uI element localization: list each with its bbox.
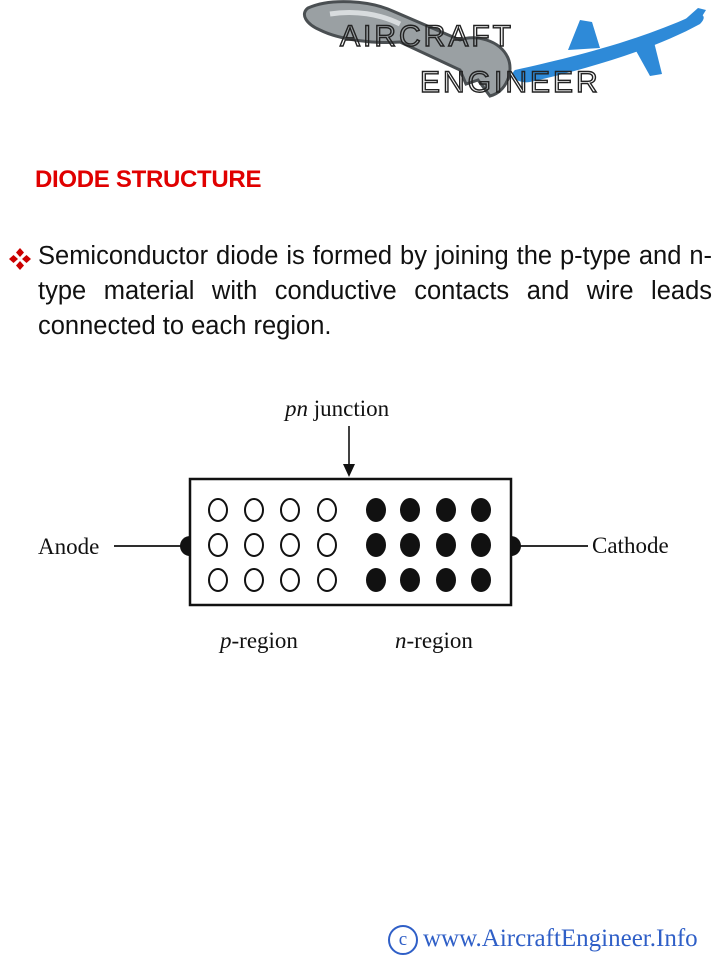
airplane-icon xyxy=(512,8,706,83)
logo-line-1: AIRCRAFT xyxy=(340,20,514,53)
slide-title: DIODE STRUCTURE xyxy=(35,166,262,193)
cathode-contact xyxy=(511,536,521,556)
arrow-head-icon xyxy=(343,464,355,477)
diode-body xyxy=(188,477,513,607)
bullet-text: Semiconductor diode is formed by joining… xyxy=(38,242,712,340)
anode-label: Anode xyxy=(38,534,99,559)
cathode-label: Cathode xyxy=(592,533,669,558)
anode-contact xyxy=(180,536,190,556)
junction-label: pn junction xyxy=(283,396,390,421)
wrench-icon xyxy=(303,0,512,98)
n-region-label: n-region xyxy=(395,628,473,653)
bullet-point: Semiconductor diode is formed by joining… xyxy=(8,239,712,344)
p-region-label: p-region xyxy=(218,628,298,653)
aircraft-engineer-logo: AIRCRAFT ENGINEER xyxy=(303,0,706,100)
diode-structure-diagram: pn junction Anode Cathode p-region n-reg… xyxy=(38,396,669,653)
logo-line-2: ENGINEER xyxy=(420,66,601,99)
footer-url: www.AircraftEngineer.Info xyxy=(423,925,698,952)
p-region-holes xyxy=(208,498,337,592)
copyright-icon: c xyxy=(388,925,418,955)
diamond-bullet-icon xyxy=(9,248,31,270)
n-region-electrons xyxy=(366,498,491,592)
